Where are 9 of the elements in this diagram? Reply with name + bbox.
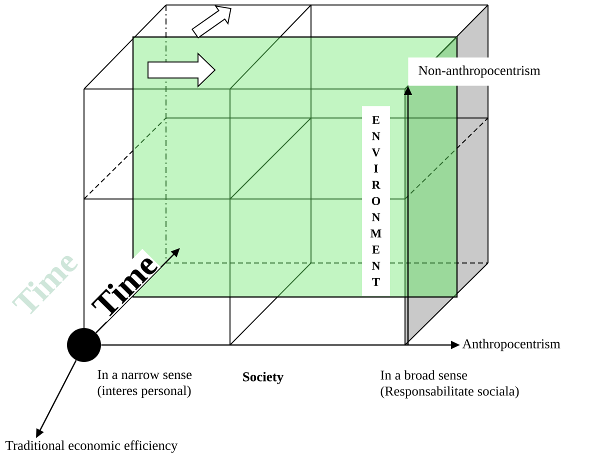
arrow — [96, 248, 180, 334]
node-label: Non-anthropocentrism — [418, 66, 540, 78]
text-label: Traditional economic efficiency — [5, 440, 178, 453]
text-label: Society — [243, 372, 284, 384]
text-label: In a narrow sense (interes personal) — [98, 370, 192, 398]
origin-dot — [67, 328, 101, 362]
vertical-label: ENVIRONMENT — [362, 106, 390, 296]
text-label: In a broad sense (Responsabilitate sociala) — [380, 370, 519, 398]
text-label: Anthropocentrism — [462, 338, 560, 352]
